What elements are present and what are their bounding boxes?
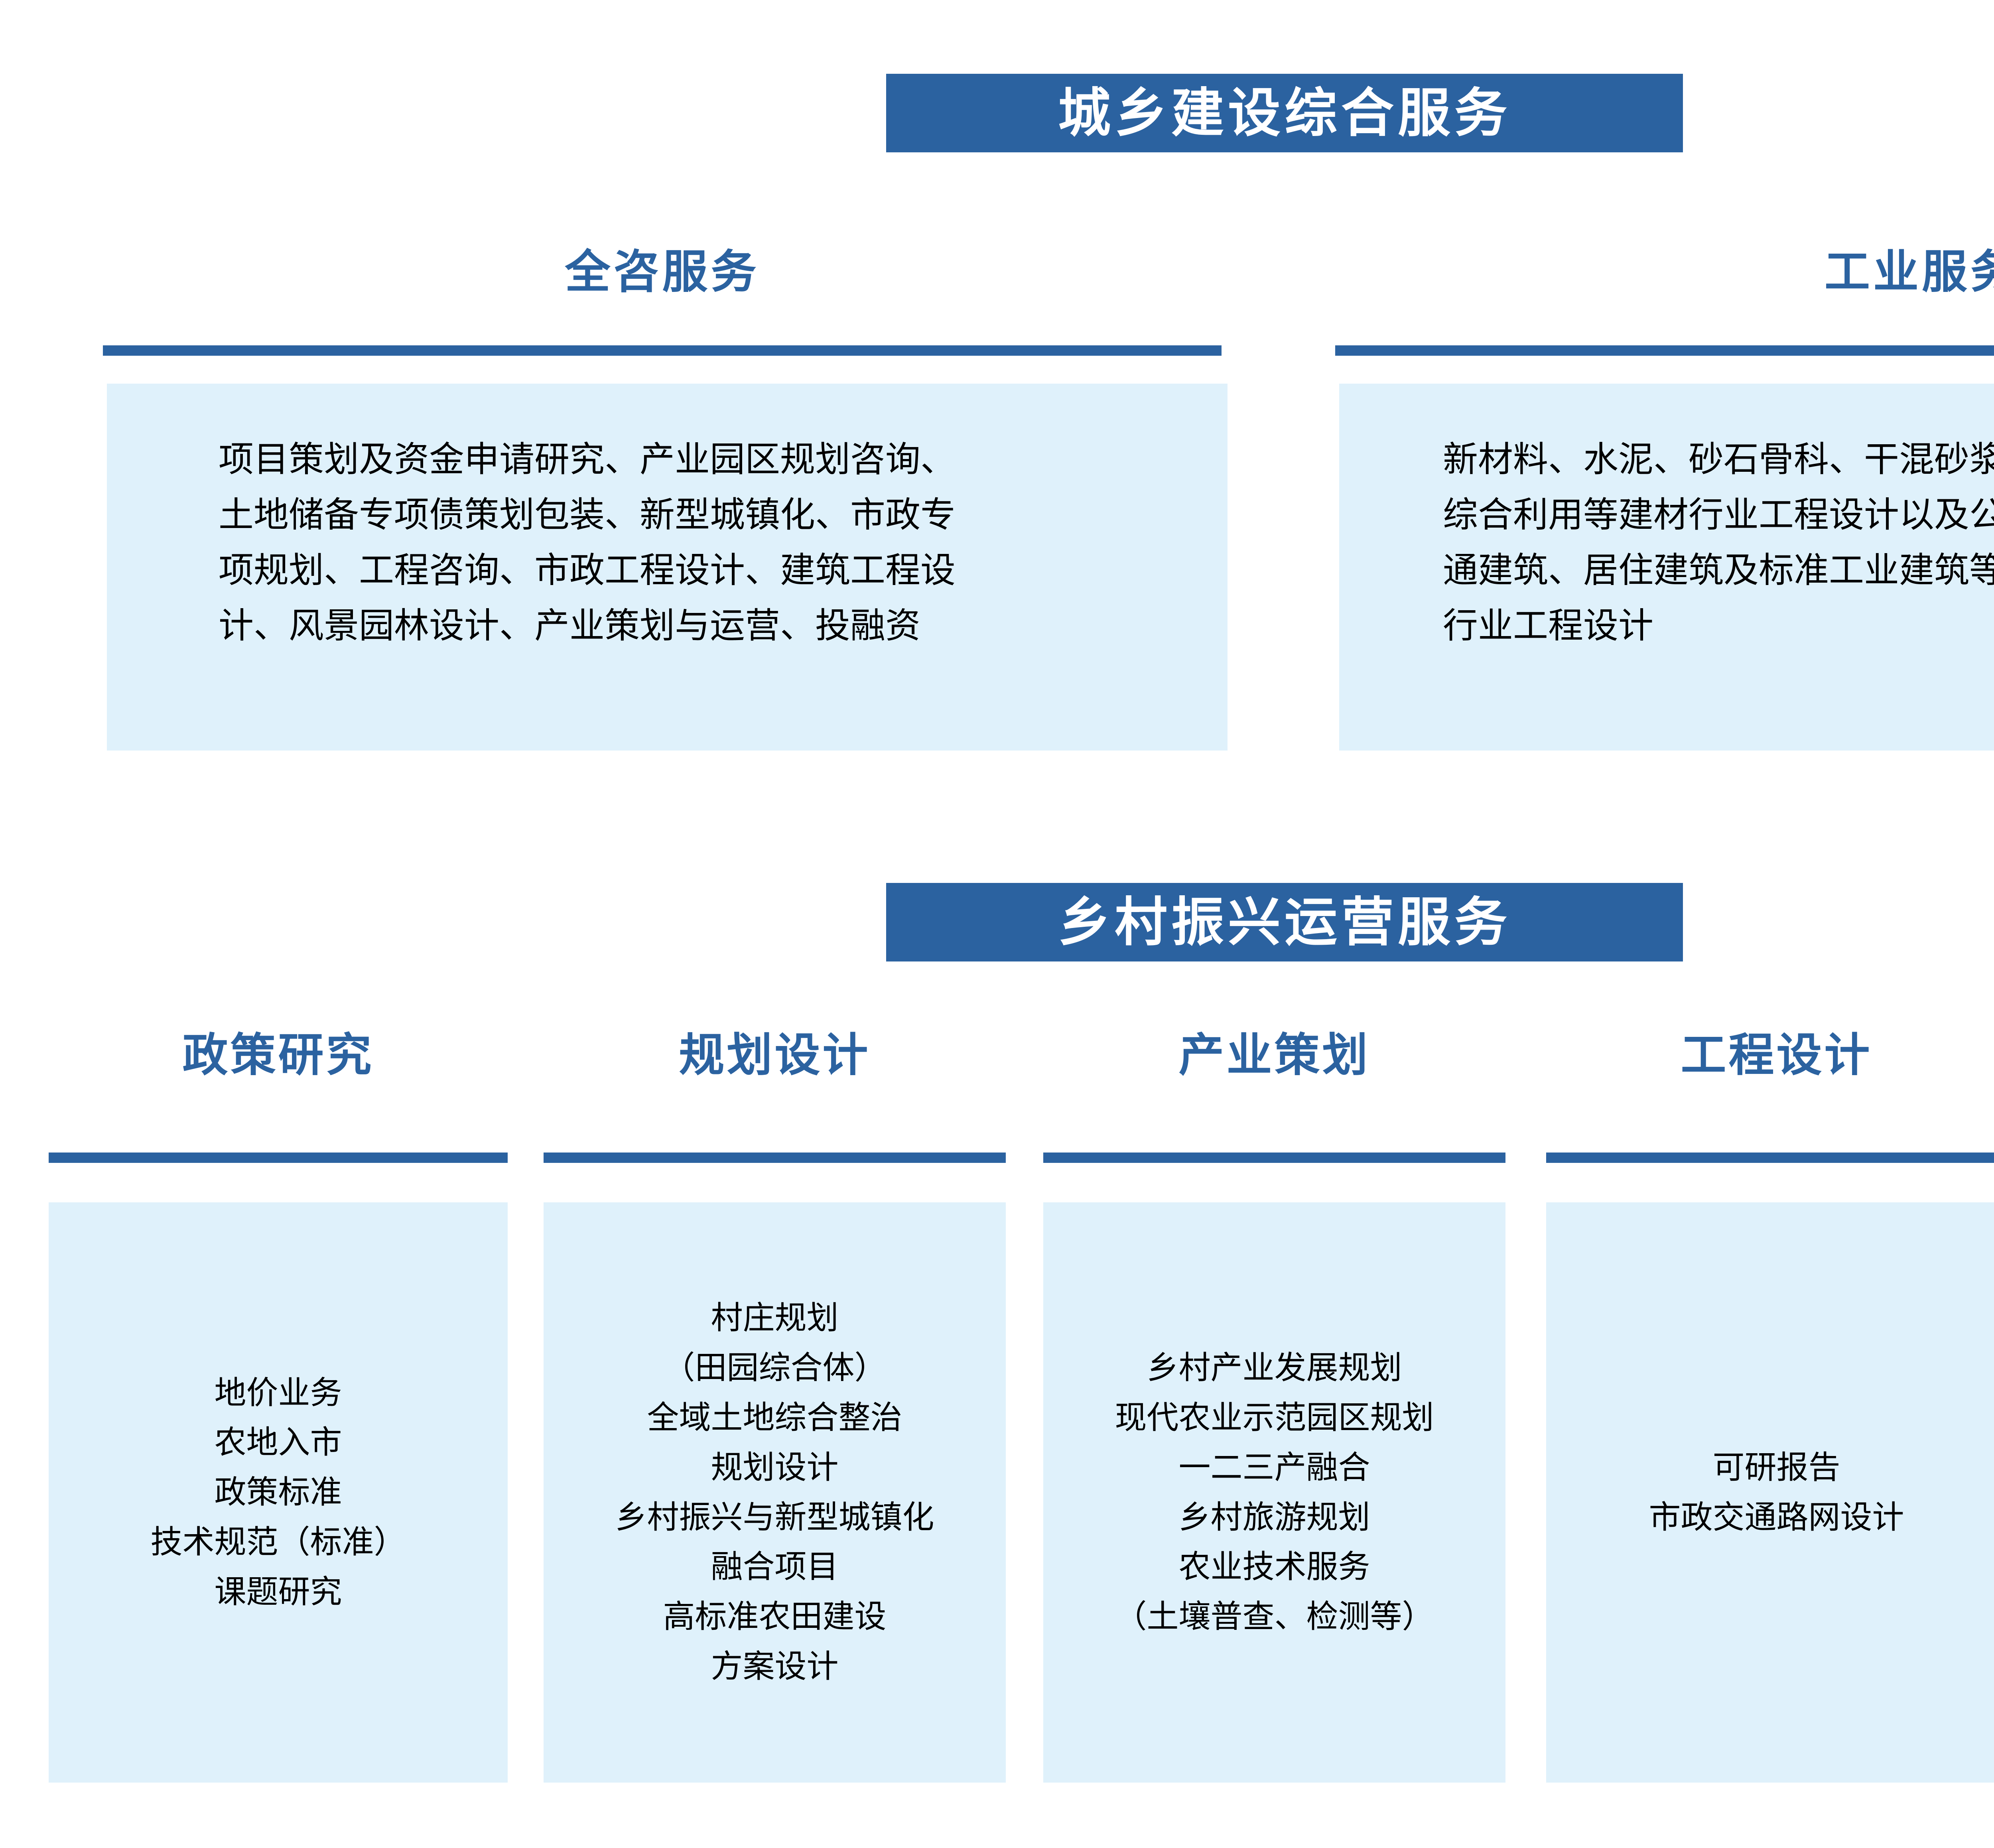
banner-top-title: 城乡建设综合服务 — [1058, 83, 1511, 142]
panel-industrial-services-body: 新材料、水泥、砂石骨科、干混砂浆、矿山资源 综合利用等建材行业工程设计以及公共建… — [1443, 439, 1994, 646]
column-body-engineering-design: 可研报告 市政交通路网设计 — [1649, 1449, 1904, 1535]
section-heading-industrial-services: 工业服务 — [1824, 247, 1994, 297]
column-heading-policy-research: 政策研究 — [182, 1030, 374, 1081]
column-heading-planning-design: 规划设计 — [679, 1030, 871, 1081]
panel-industrial-services: 新材料、水泥、砂石骨科、干混砂浆、矿山资源 综合利用等建材行业工程设计以及公共建… — [1339, 384, 1994, 751]
section-underline-industrial-services — [1335, 345, 1994, 356]
column-panel-policy-research: 地价业务 农地入市 政策标准 技术规范（标准） 课题研究 — [49, 1202, 508, 1783]
column-heading-industry-planning: 产业策划 — [1178, 1030, 1370, 1081]
column-panel-industry-planning: 乡村产业发展规划 现代农业示范园区规划 一二三产融合 乡村旅游规划 农业技术服务… — [1043, 1202, 1505, 1783]
panel-full-consulting: 项目策划及资金申请研究、产业园区规划咨询、 土地储备专项债策划包装、新型城镇化、… — [107, 384, 1228, 751]
banner-rural-title: 乡村振兴运营服务 — [1058, 892, 1511, 952]
column-body-industry-planning: 乡村产业发展规划 现代农业示范园区规划 一二三产融合 乡村旅游规划 农业技术服务… — [1115, 1350, 1434, 1635]
column-underline-planning-design — [544, 1153, 1006, 1163]
banner-urban-rural-construction: 城乡建设综合服务 — [886, 74, 1683, 152]
column-body-policy-research: 地价业务 农地入市 政策标准 技术规范（标准） 课题研究 — [150, 1375, 406, 1610]
column-panel-engineering-design: 可研报告 市政交通路网设计 — [1546, 1202, 1994, 1783]
column-heading-engineering-design: 工程设计 — [1681, 1030, 1872, 1081]
banner-rural-revitalization-operations: 乡村振兴运营服务 — [886, 883, 1683, 961]
column-panel-planning-design: 村庄规划 （田园综合体） 全域土地综合整治 规划设计 乡村振兴与新型城镇化 融合… — [544, 1202, 1006, 1783]
column-underline-engineering-design — [1546, 1153, 1994, 1163]
section-heading-full-consulting: 全咨服务 — [565, 247, 760, 297]
column-body-planning-design: 村庄规划 （田园综合体） 全域土地综合整治 规划设计 乡村振兴与新型城镇化 融合… — [615, 1300, 934, 1684]
column-underline-policy-research — [49, 1153, 508, 1163]
column-underline-industry-planning — [1043, 1153, 1505, 1163]
section-underline-full-consulting — [103, 345, 1222, 356]
panel-full-consulting-body: 项目策划及资金申请研究、产业园区规划咨询、 土地储备专项债策划包装、新型城镇化、… — [219, 439, 956, 646]
